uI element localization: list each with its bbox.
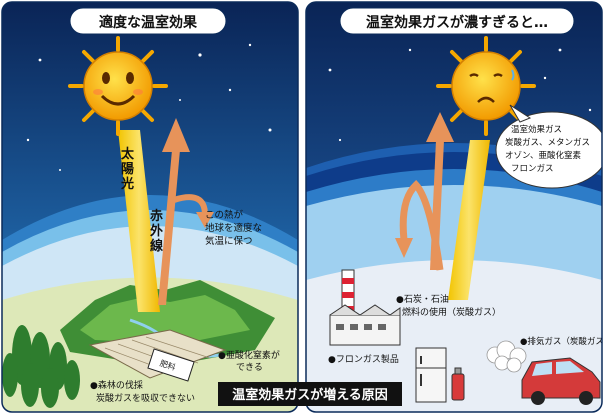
coal-oil-label: ●石炭・石油 燃料の使用（炭酸ガス） [396, 293, 501, 318]
right-panel-title: 温室効果ガスが濃すぎると… [366, 14, 548, 31]
infrared-escape-head [426, 112, 454, 142]
infrared-arrow-head [162, 118, 190, 152]
infrared-label: 赤外線 [149, 208, 164, 254]
happy-sun-icon [68, 36, 168, 136]
stars [26, 43, 272, 171]
left-panel-border [1, 1, 299, 413]
infrared-shaft [158, 150, 180, 305]
footer-caption: 温室効果ガスが増える原因 [232, 387, 388, 403]
sunlight-beam [448, 140, 490, 300]
stars [328, 48, 592, 142]
hill-highlight [80, 295, 250, 342]
exhaust-label: ●排気ガス（炭酸ガス） [520, 336, 604, 347]
sun-label: 太陽光 [120, 146, 135, 192]
worried-sun-icon [436, 36, 536, 136]
trapped-heat-arrow-head [395, 238, 413, 258]
trapped-heat-arrow [399, 180, 444, 271]
deforestation-label: ●森林の伐採 炭酸ガスを吸収できない [90, 379, 195, 404]
spray-can-icon [451, 367, 465, 401]
trees [2, 325, 80, 408]
right-panel: 温室効果ガス 炭酸ガス、メタンガス オゾン、亜酸化窒素 フロンガス [306, 2, 604, 412]
car-icon [521, 357, 601, 405]
gas-bubble-text: 温室効果ガス 炭酸ガス、メタンガス オゾン、亜酸化窒素 フロンガス [505, 124, 593, 174]
factory-icon [329, 269, 401, 346]
left-title-pill [69, 7, 227, 35]
svg-text:太陽光: 太陽光 [120, 146, 135, 192]
reflected-arrow [173, 194, 208, 216]
sunlight-beam [118, 130, 160, 312]
right-title-pill [339, 7, 575, 35]
left-panel-title: 適度な温室効果 [99, 14, 198, 31]
refrigerator-icon [415, 347, 447, 403]
right-panel-border [305, 1, 603, 413]
fertilizer-bag [147, 348, 195, 382]
gas-speech-bubble [495, 104, 602, 189]
fertilizer-bag-label: 肥料 [159, 358, 177, 372]
exhaust-cloud [486, 340, 527, 373]
reflected-arrow-head [196, 212, 214, 228]
footer-caption-box [218, 382, 402, 406]
svg-text:赤外線: 赤外線 [149, 208, 164, 254]
freon-label: ●フロンガス製品 [328, 353, 399, 365]
heat-note: この熱が 地球を適度な 気温に保つ [205, 209, 265, 247]
nitrogen-label: ●亜酸化窒素が できる [218, 349, 283, 373]
left-panel: 肥料 太陽光 [2, 2, 298, 412]
